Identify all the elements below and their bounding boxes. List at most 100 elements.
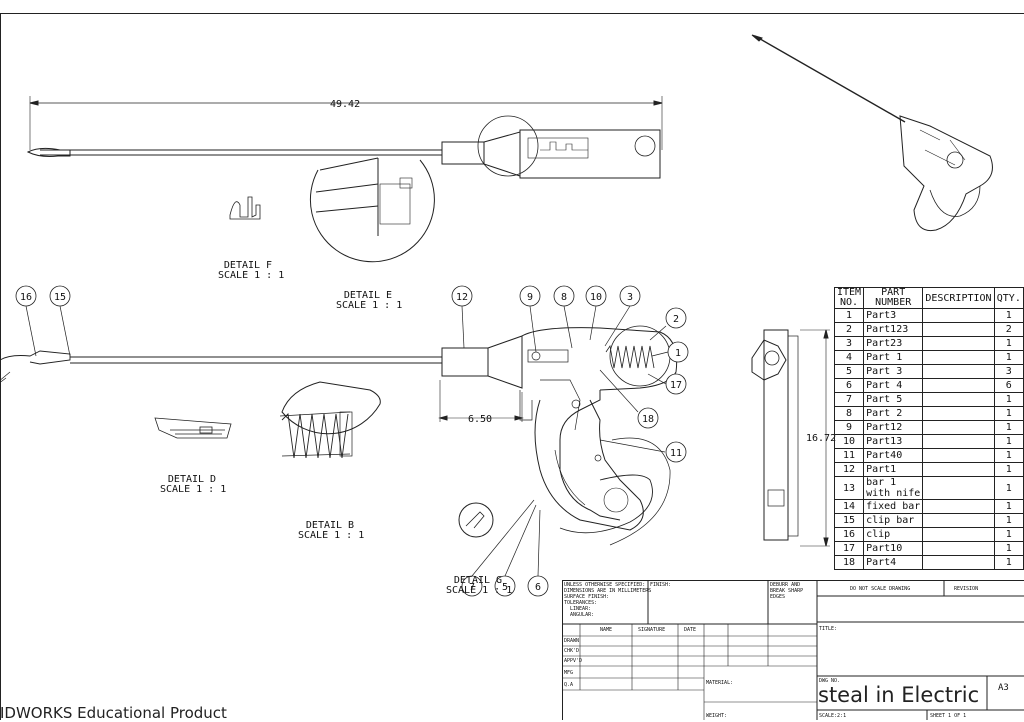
bom-part-number: Part 4 — [864, 379, 923, 393]
bom-qty: 1 — [994, 393, 1023, 407]
bom-qty: 1 — [994, 351, 1023, 365]
material-label: MATERIAL: — [706, 680, 733, 686]
drawing-number: steal in Electric — [818, 683, 979, 707]
bom-description — [923, 351, 994, 365]
bom-item-no: 8 — [835, 407, 864, 421]
bom-part-number: clip bar — [864, 514, 923, 528]
detail-f — [230, 197, 260, 219]
bom-part-number: Part40 — [864, 449, 923, 463]
balloon-18: 18 — [642, 414, 654, 425]
balloon-16: 16 — [20, 292, 32, 303]
row-checked: CHK'D — [564, 648, 579, 654]
bom-description — [923, 500, 994, 514]
tolerance-note: UNLESS OTHERWISE SPECIFIED: DIMENSIONS A… — [564, 582, 651, 618]
balloon-2: 2 — [673, 314, 679, 325]
bom-qty: 3 — [994, 365, 1023, 379]
detail-g — [459, 503, 493, 537]
bom-qty: 1 — [994, 556, 1023, 570]
bom-item-no: 13 — [835, 477, 864, 500]
row-qa: Q.A — [564, 682, 573, 688]
row-approved: APPV'D — [564, 658, 582, 664]
bom-item-no: 18 — [835, 556, 864, 570]
bom-item-no: 16 — [835, 528, 864, 542]
finish-label: FINISH: — [650, 582, 671, 588]
row-mfg: MFG — [564, 670, 573, 676]
dimension-overall-length: 49.42 — [330, 99, 360, 110]
bom-item-no: 5 — [835, 365, 864, 379]
bom-description — [923, 365, 994, 379]
balloon-17: 17 — [670, 380, 682, 391]
balloon-10: 10 — [590, 292, 602, 303]
balloon-12: 12 — [456, 292, 468, 303]
bom-header-item: ITEM NO. — [835, 288, 864, 309]
dimension-small-length: 6.50 — [468, 414, 492, 425]
bom-part-number: Part3 — [864, 309, 923, 323]
bom-description — [923, 379, 994, 393]
bom-qty: 1 — [994, 528, 1023, 542]
bom-qty: 2 — [994, 323, 1023, 337]
balloon-3: 3 — [627, 292, 633, 303]
bom-part-number: Part10 — [864, 542, 923, 556]
bom-part-number: Part123 — [864, 323, 923, 337]
bom-description — [923, 393, 994, 407]
bom-item-no: 4 — [835, 351, 864, 365]
educational-watermark: IDWORKS Educational Product — [0, 704, 227, 722]
signature-header: SIGNATURE — [638, 627, 665, 633]
bom-qty: 1 — [994, 477, 1023, 500]
bom-qty: 1 — [994, 309, 1023, 323]
bom-part-number: Part13 — [864, 435, 923, 449]
bom-qty: 1 — [994, 449, 1023, 463]
title-label: TITLE: — [819, 626, 837, 632]
bom-description — [923, 337, 994, 351]
bom-qty: 6 — [994, 379, 1023, 393]
bom-item-no: 12 — [835, 463, 864, 477]
bom-qty: 1 — [994, 463, 1023, 477]
bom-qty: 1 — [994, 514, 1023, 528]
deburr-note: DEBURR AND BREAK SHARP EDGES — [770, 582, 803, 600]
balloon-15: 15 — [54, 292, 66, 303]
bom-header-part: PART NUMBER — [864, 288, 923, 309]
balloon-9: 9 — [527, 292, 533, 303]
bom-part-number: Part 1 — [864, 351, 923, 365]
sheet-label: SHEET 1 OF 1 — [930, 713, 966, 719]
weight-label: WEIGHT: — [706, 713, 727, 719]
bom-item-no: 7 — [835, 393, 864, 407]
bom-description — [923, 449, 994, 463]
bom-item-no: 11 — [835, 449, 864, 463]
bom-description — [923, 323, 994, 337]
bom-description — [923, 463, 994, 477]
detail-e — [310, 158, 434, 262]
dimension-height: 16.72 — [806, 433, 836, 444]
detail-b — [280, 382, 380, 458]
balloon-6: 6 — [535, 582, 541, 593]
balloon-11: 11 — [670, 448, 682, 459]
bom-item-no: 10 — [835, 435, 864, 449]
bom-description — [923, 421, 994, 435]
bom-item-no: 9 — [835, 421, 864, 435]
bom-item-no: 6 — [835, 379, 864, 393]
bom-description — [923, 542, 994, 556]
bom-item-no: 1 — [835, 309, 864, 323]
bom-qty: 1 — [994, 407, 1023, 421]
bom-description — [923, 528, 994, 542]
row-drawn: DRAWN — [564, 638, 579, 644]
scale-label: SCALE:2:1 — [819, 713, 846, 719]
